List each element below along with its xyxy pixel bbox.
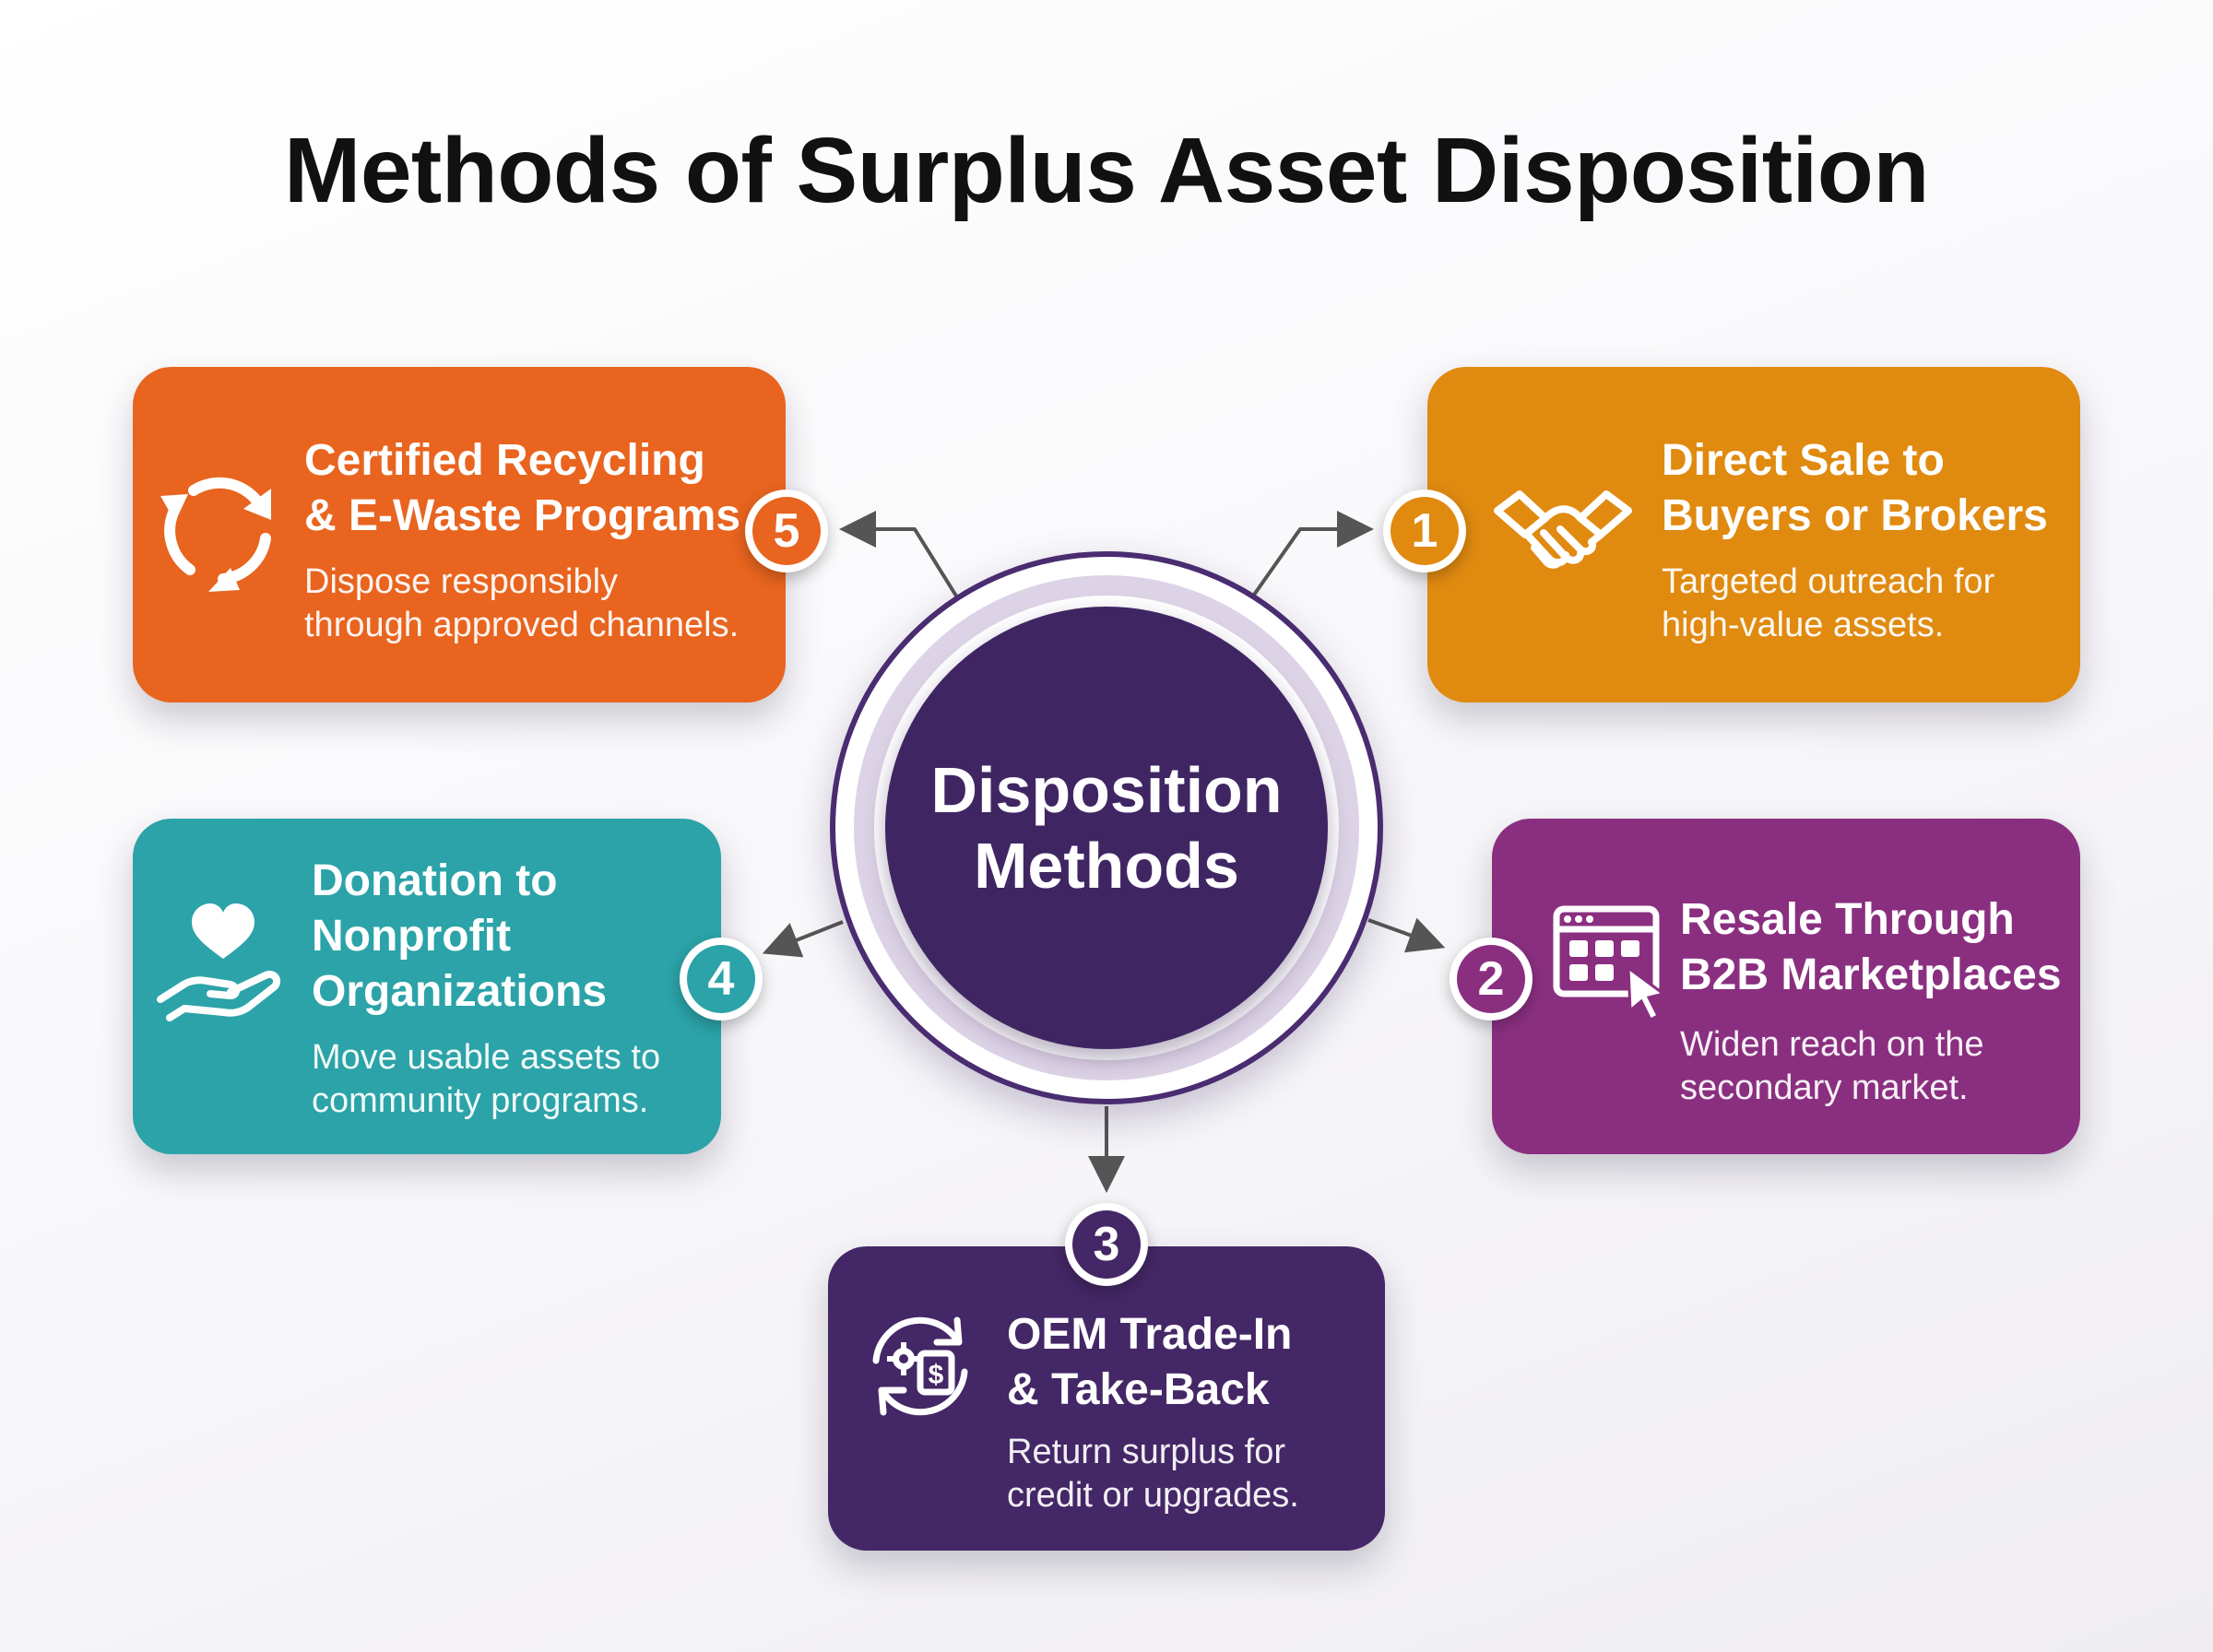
- method-heading-line: Certified Recycling: [304, 436, 705, 485]
- method-description: Targeted outreach for high-value assets.: [1662, 560, 1994, 647]
- method-description-line: through approved channels.: [304, 606, 740, 644]
- method-heading: Certified Recycling & E-Waste Programs: [304, 433, 740, 544]
- arrow-to-method-4: [762, 920, 844, 958]
- method-heading: Direct Sale to Buyers or Brokers: [1662, 433, 2048, 544]
- method-description: Move usable assets to community programs…: [312, 1036, 660, 1123]
- method-description-line: Widen reach on the: [1680, 1025, 1984, 1064]
- method-description: Return surplus for credit or upgrades.: [1007, 1431, 1299, 1517]
- method-heading-line: & Take-Back: [1007, 1365, 1270, 1414]
- method-description-line: Targeted outreach for: [1662, 562, 1995, 601]
- method-number-badge-3: 3: [1065, 1203, 1148, 1286]
- method-heading-line: B2B Marketplaces: [1680, 950, 2062, 999]
- method-heading-line: Resale Through: [1680, 895, 2015, 944]
- method-heading-line: & E-Waste Programs: [304, 491, 741, 540]
- method-description-line: secondary market.: [1680, 1068, 1969, 1107]
- method-card-2: Resale Through B2B Marketplaces Widen re…: [1492, 819, 2080, 1154]
- method-heading-line: OEM Trade-In: [1007, 1310, 1293, 1359]
- arrow-to-method-5: [839, 511, 959, 599]
- method-number-badge-4: 4: [680, 938, 763, 1021]
- hub-label-line-2: Methods: [974, 830, 1239, 902]
- method-heading: OEM Trade-In & Take-Back: [1007, 1307, 1292, 1418]
- method-number: 3: [1072, 1210, 1141, 1279]
- method-description-line: high-value assets.: [1662, 606, 1945, 644]
- method-number: 5: [752, 497, 821, 565]
- svg-text:$: $: [929, 1360, 944, 1390]
- hub-label-line-1: Disposition: [930, 754, 1283, 826]
- arrow-to-method-2: [1367, 917, 1446, 953]
- method-description-line: community programs.: [312, 1081, 649, 1120]
- recycle-icon: [160, 477, 271, 592]
- method-card-1: Direct Sale to Buyers or Brokers Targete…: [1427, 367, 2080, 702]
- method-heading: Donation to Nonprofit Organizations: [312, 854, 607, 1020]
- method-heading: Resale Through B2B Marketplaces: [1680, 892, 2062, 1003]
- method-card-5: Certified Recycling & E-Waste Programs D…: [133, 367, 786, 702]
- trade-in-cycle-icon: $: [872, 1316, 968, 1416]
- method-description-line: credit or upgrades.: [1007, 1476, 1299, 1515]
- arrow-to-method-1: [1250, 511, 1374, 599]
- method-number: 4: [687, 945, 755, 1013]
- page-title: Methods of Surplus Asset Disposition: [284, 119, 1929, 222]
- method-heading-line: Buyers or Brokers: [1662, 491, 2048, 540]
- hub-circle: Disposition Methods: [885, 607, 1328, 1049]
- method-heading-line: Donation to: [312, 856, 558, 905]
- method-number-badge-2: 2: [1450, 938, 1533, 1021]
- method-description: Dispose responsibly through approved cha…: [304, 560, 739, 647]
- handshake-icon: [1494, 490, 1632, 569]
- method-heading-line: Direct Sale to: [1662, 436, 1945, 485]
- method-card-4: Donation to Nonprofit Organizations Move…: [133, 819, 721, 1154]
- method-number-badge-1: 1: [1383, 490, 1466, 572]
- method-description-line: Return surplus for: [1007, 1433, 1286, 1471]
- marketplace-window-cursor-icon: [1553, 905, 1667, 1022]
- method-description: Widen reach on the secondary market.: [1680, 1023, 1984, 1110]
- method-description-line: Move usable assets to: [312, 1038, 661, 1077]
- method-description-line: Dispose responsibly: [304, 562, 619, 601]
- method-heading-line: Nonprofit: [312, 912, 511, 961]
- heart-hand-icon: [157, 903, 281, 1021]
- method-number: 2: [1457, 945, 1525, 1013]
- method-number: 1: [1391, 497, 1459, 565]
- method-card-3: $ OEM Trade-In & Take-Back Return surplu…: [828, 1246, 1385, 1551]
- method-number-badge-5: 5: [745, 490, 828, 572]
- method-heading-line: Organizations: [312, 967, 608, 1016]
